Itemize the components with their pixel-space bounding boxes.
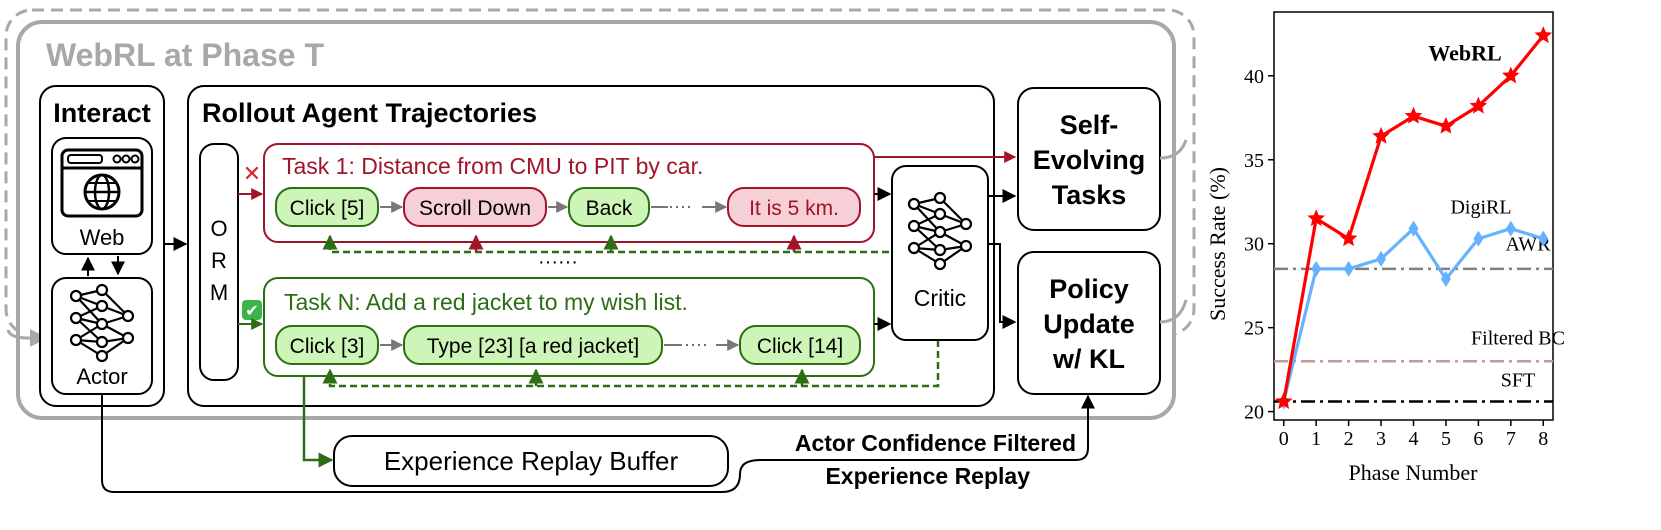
success-check-glyph: ✔ [245,301,258,320]
taskN-to-buffer-arrow [302,376,334,468]
orm-box [199,143,239,381]
phase-title: WebRL at Phase T [46,37,324,73]
rollout-title: Rollout Agent Trajectories [202,98,537,128]
orm-letter-r: R [211,248,227,273]
task1-step-back [568,187,650,227]
taskN-ellipsis: ···· [684,334,708,354]
replay-buffer-box [333,435,729,487]
taskN-step-click14 [739,325,861,365]
critic-label: Critic [914,285,966,311]
taskN-title: Task N: Add a red jacket to my wish list… [284,289,688,315]
actor-to-buffer-line [101,394,1095,493]
policy-update-line2: Update [1043,309,1135,339]
task1-step-click5 [275,187,379,227]
taskN-step-type-label: Type [23] [a red jacket] [427,335,639,358]
task1-ellipsis: ···· [668,196,692,216]
policy-update-line3: w/ KL [1052,344,1125,374]
policy-update-line1: Policy [1049,274,1129,304]
self-evolving-line1: Self- [1060,110,1119,140]
critic-feedback-task1 [322,234,900,254]
fail-cross-icon: ✕ [243,162,261,187]
browser-icon [60,148,144,218]
task1-step-scroll-label: Scroll Down [419,197,531,220]
critic-feedback-taskN [322,340,940,388]
interact-title: Interact [53,98,151,128]
critic-to-policy-arrow [988,243,1017,329]
actor-label: Actor [76,364,127,389]
taskN-step-click3-label: Click [3] [290,335,365,358]
web-label: Web [80,225,125,250]
orm-letter-m: M [210,280,228,305]
phase-title-suffix: at Phase T [155,37,324,73]
actor-network-icon [69,283,135,363]
task1-step-answer-label: It is 5 km. [749,197,839,220]
replay-buffer-label: Experience Replay Buffer [384,446,679,476]
phase-title-webrl: WebRL [46,37,155,73]
taskN-step-click3 [275,325,379,365]
confidence-label-line2: Experience Replay [825,463,1030,489]
success-check-icon [242,300,262,320]
policy-loop-connector [1159,299,1188,324]
self-evolving-line3: Tasks [1052,180,1127,210]
loop-arrow-left [6,329,48,347]
self-evolving-line2: Evolving [1033,145,1146,175]
task1-step-answer [727,187,861,227]
selfevolving-loop-connector [1159,139,1188,160]
task1-title: Task 1: Distance from CMU to PIT by car. [282,153,703,179]
orm-letter-o: O [210,216,227,241]
task1-step-back-label: Back [586,197,633,220]
confidence-label-line1: Actor Confidence Filtered [795,430,1076,456]
task1-step-scroll [403,187,547,227]
task1-step-click5-label: Click [5] [290,197,365,220]
between-tasks-ellipsis: ······ [538,251,578,273]
taskN-step-type [403,325,663,365]
taskN-step-click14-label: Click [14] [757,335,843,358]
critic-network-icon [907,191,973,271]
